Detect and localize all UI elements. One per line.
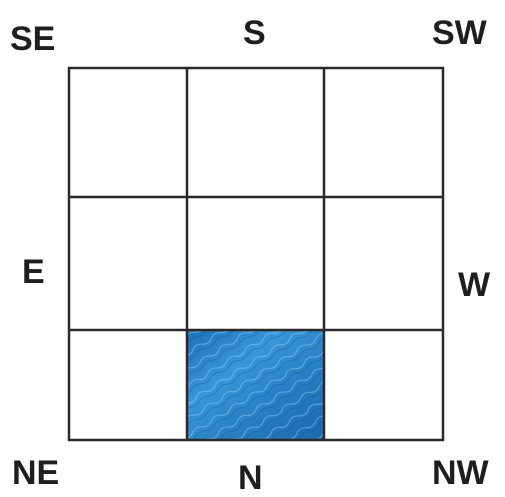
water-ripples bbox=[187, 330, 324, 440]
